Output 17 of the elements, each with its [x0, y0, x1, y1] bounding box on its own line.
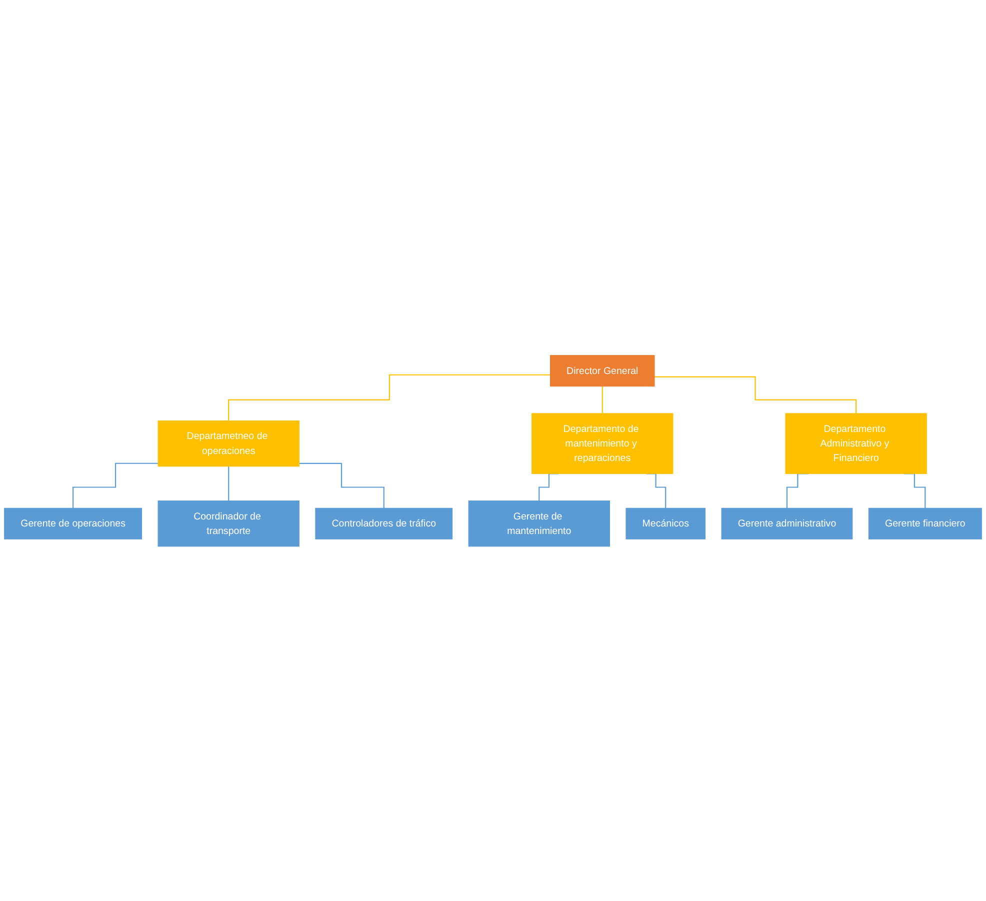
node-box: Coordinador de transporte — [158, 500, 300, 546]
node-box: Controladores de tráfico — [315, 508, 453, 539]
connector — [299, 462, 384, 508]
connector — [228, 374, 550, 421]
connector — [228, 465, 230, 501]
node-box: Departamento de mantenimiento y reparaciones — [532, 412, 674, 474]
node-box: Departametneo de operaciones — [158, 420, 300, 466]
node-box: Gerente de mantenimiento — [468, 500, 610, 546]
node-box: Gerente administrativo — [721, 508, 853, 539]
node-box: Gerente de operaciones — [4, 508, 142, 539]
node-box: Mecánicos — [626, 508, 706, 539]
node-box: Gerente financiero — [868, 508, 982, 539]
connector — [602, 385, 603, 414]
node-box: Departamento Administrativo y Financiero — [785, 412, 927, 474]
node-box: Director General — [550, 354, 655, 386]
connector — [72, 462, 158, 508]
connector — [654, 376, 857, 414]
